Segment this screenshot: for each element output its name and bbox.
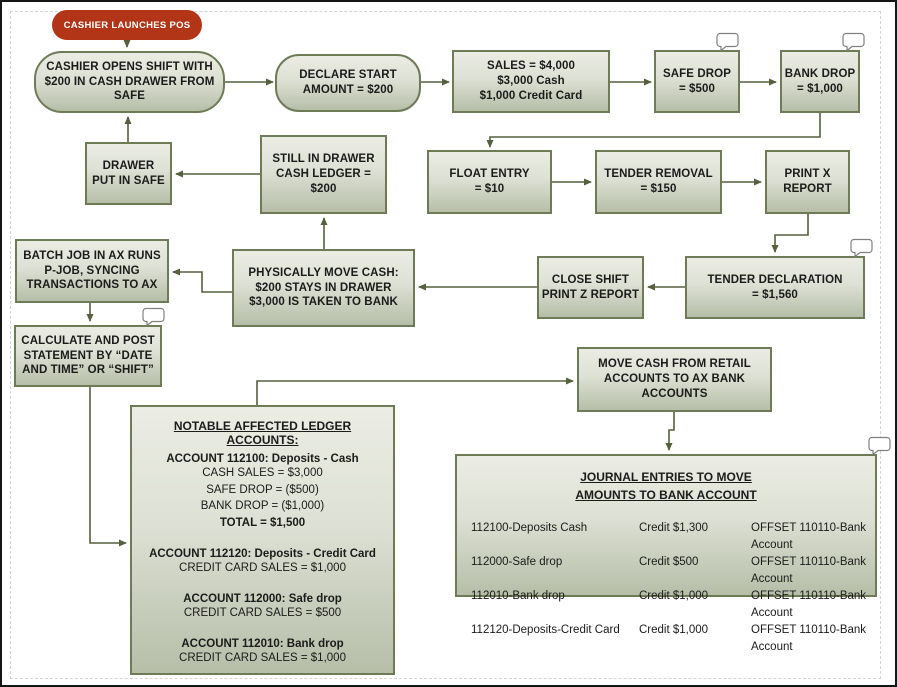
node-close-shift-print-z: CLOSE SHIFT PRINT Z REPORT [537,256,644,319]
journal-offset: OFFSET 110110-Bank Account [751,590,867,619]
ledger-section-heading: ACCOUNT 112120: Deposits - Credit Card [149,548,376,561]
ledger-accounts-box: NOTABLE AFFECTED LEDGER ACCOUNTS: ACCOUN… [130,405,395,675]
journal-credit: Credit $1,000 [639,590,709,602]
ledger-line: CREDIT CARD SALES = $500 [183,606,342,619]
ledger-line: CASH SALES = $3,000 [202,467,323,479]
node-physically-move-cash: PHYSICALLY MOVE CASH: $200 STAYS IN DRAW… [232,249,415,327]
node-declare-start-amount: DECLARE START AMOUNT = $200 [275,54,421,112]
start-node-cashier-launches-pos: CASHIER LAUNCHES POS [52,10,202,40]
node-bank-drop: BANK DROP = $1,000 [780,50,860,113]
journal-rows: 112100-Deposits Cash Credit $1,300 OFFSE… [471,520,867,656]
node-sales: SALES = $4,000 $3,000 Cash $1,000 Credit… [452,50,610,113]
journal-credit: Credit $1,300 [639,522,709,534]
journal-title: JOURNAL ENTRIES TO MOVE AMOUNTS TO BANK … [457,468,875,504]
journal-title-line1: JOURNAL ENTRIES TO MOVE [580,470,752,484]
connector [89,387,127,547]
ledger-line: SAFE DROP = ($500) [206,483,319,496]
connector [256,377,574,405]
ledger-section-heading: ACCOUNT 112000: Safe drop [183,592,342,605]
journal-title-line2: AMOUNTS TO BANK ACCOUNT [575,488,757,502]
journal-offset: OFFSET 110110-Bank Account [751,624,867,653]
node-batch-job-ax: BATCH JOB IN AX RUNS P-JOB, SYNCING TRAN… [15,239,169,303]
journal-credit: Credit $1,000 [639,624,709,636]
connector [665,412,675,451]
node-drawer-put-in-safe: DRAWER PUT IN SAFE [85,142,172,205]
node-safe-drop: SAFE DROP = $500 [654,50,740,113]
journal-offset: OFFSET 110110-Bank Account [751,522,867,551]
node-cashier-opens-shift: CASHIER OPENS SHIFT WITH $200 IN CASH DR… [34,51,225,113]
ledger-title: NOTABLE AFFECTED LEDGER ACCOUNTS: [173,419,352,447]
node-float-entry: FLOAT ENTRY = $10 [427,150,552,214]
comment-bubble-icon [850,238,873,257]
ledger-total: TOTAL = $1,500 [219,517,306,530]
journal-credit: Credit $500 [639,556,699,568]
comment-bubble-icon [716,32,739,51]
journal-entries-box: JOURNAL ENTRIES TO MOVE AMOUNTS TO BANK … [455,454,877,653]
ledger-section-heading: ACCOUNT 112010: Bank drop [181,637,344,650]
journal-row: 112010-Bank drop Credit $1,000 OFFSET 11… [471,588,867,622]
node-tender-declaration: TENDER DECLARATION = $1,560 [685,256,865,319]
node-tender-removal: TENDER REMOVAL = $150 [595,150,722,214]
connector [486,113,821,148]
ledger-section-heading: ACCOUNT 112100: Deposits - Cash [166,453,359,465]
journal-row: 112120-Deposits-Credit Card Credit $1,00… [471,622,867,656]
node-calculate-post-statement: CALCULATE AND POST STATEMENT BY “DATE AN… [14,325,162,387]
journal-account: 112000-Safe drop [471,556,563,568]
ledger-line: CREDIT CARD SALES = $1,000 [179,562,346,575]
node-print-x-report: PRINT X REPORT [765,150,850,214]
journal-account: 112120-Deposits-Credit Card [471,624,620,636]
journal-row: 112100-Deposits Cash Credit $1,300 OFFSE… [471,520,867,554]
connector [172,268,232,293]
journal-row: 112000-Safe drop Credit $500 OFFSET 1101… [471,554,867,588]
comment-bubble-icon [868,436,891,455]
journal-account: 112010-Bank drop [471,590,565,602]
journal-offset: OFFSET 110110-Bank Account [751,556,867,585]
ledger-line: BANK DROP = ($1,000) [200,500,325,513]
node-still-in-drawer: STILL IN DRAWER CASH LEDGER = $200 [260,135,387,214]
journal-account: 112100-Deposits Cash [471,522,588,534]
ledger-line: CREDIT CARD SALES = $1,000 [179,651,346,664]
comment-bubble-icon [142,307,165,326]
node-move-cash-retail-to-ax: MOVE CASH FROM RETAIL ACCOUNTS TO AX BAN… [577,347,772,412]
connector [771,214,809,253]
comment-bubble-icon [842,32,865,51]
